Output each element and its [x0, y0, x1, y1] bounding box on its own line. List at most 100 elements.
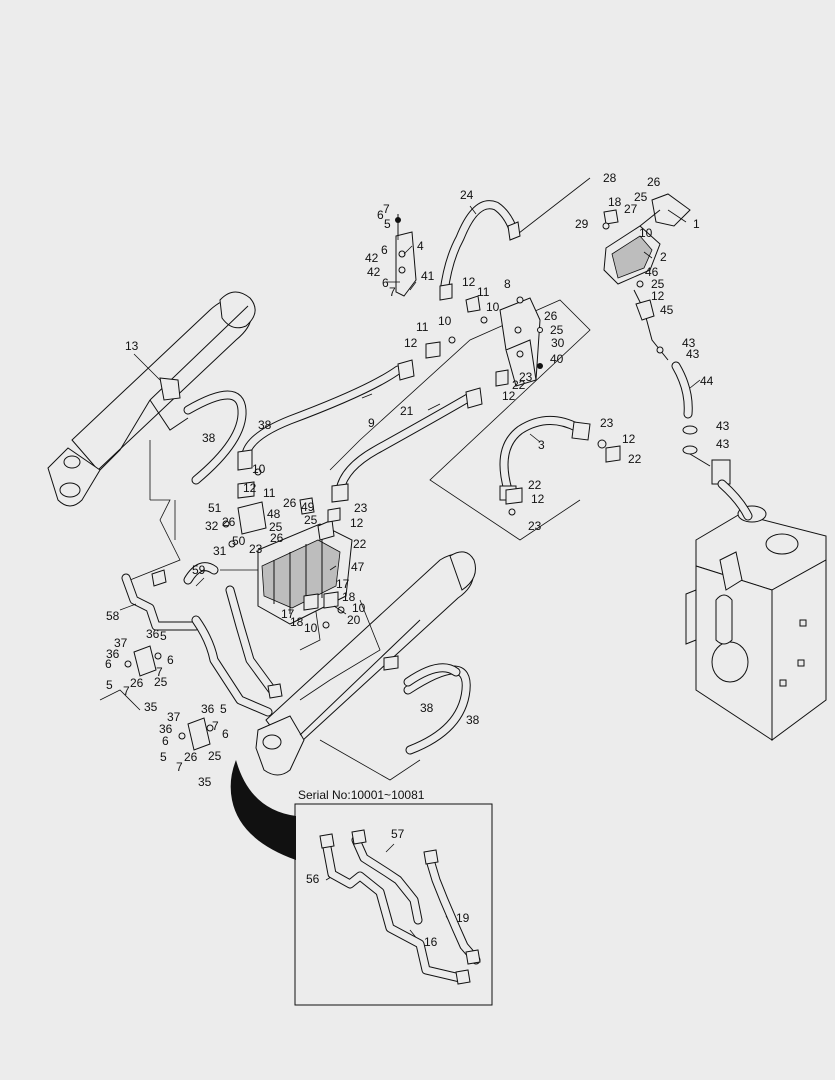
- right-lift-cylinder: [255, 551, 476, 776]
- callout-6: 6: [381, 243, 388, 257]
- callout-22: 22: [512, 378, 526, 392]
- callout-51: 51: [208, 501, 222, 515]
- callout-25: 25: [550, 323, 564, 337]
- callout-42: 42: [365, 251, 379, 265]
- callout-17: 17: [336, 577, 350, 591]
- callout-23: 23: [249, 542, 263, 556]
- callout-13: 13: [125, 339, 139, 353]
- callout-36: 36: [201, 702, 215, 716]
- lower-hoses-58-59: [121, 562, 399, 717]
- callout-47: 47: [351, 560, 365, 574]
- callout-6: 6: [167, 653, 174, 667]
- callout-7: 7: [176, 760, 183, 774]
- callout-22: 22: [353, 537, 367, 551]
- left-hose-loop-38: [149, 390, 247, 485]
- check-valve-assembly-upper: [124, 645, 162, 677]
- callout-6: 6: [377, 208, 384, 222]
- valve-block-8: [499, 296, 543, 387]
- callout-10: 10: [486, 300, 500, 314]
- callout-9: 9: [368, 416, 375, 430]
- callout-7: 7: [212, 719, 219, 733]
- callout-26: 26: [283, 496, 297, 510]
- callout-12: 12: [651, 289, 665, 303]
- callout-6: 6: [105, 657, 112, 671]
- callout-32: 32: [205, 519, 219, 533]
- callout-5: 5: [384, 217, 391, 231]
- callout-27: 27: [624, 202, 638, 216]
- reference-arrow: [230, 760, 296, 860]
- fitting-symbols: [237, 222, 664, 629]
- right-hose-loop-38: [403, 663, 471, 755]
- serial-variant-box: [294, 803, 493, 1006]
- callout-43: 43: [682, 336, 696, 350]
- callout-10: 10: [352, 601, 366, 615]
- callout-41: 41: [421, 269, 435, 283]
- callout-4: 4: [417, 239, 424, 253]
- callout-23: 23: [600, 416, 614, 430]
- callout-45: 45: [660, 303, 674, 317]
- callout-18: 18: [342, 590, 356, 604]
- callout-10: 10: [639, 226, 653, 240]
- callout-12: 12: [462, 275, 476, 289]
- callout-22: 22: [628, 452, 642, 466]
- callout-5: 5: [106, 678, 113, 692]
- callout-10: 10: [304, 621, 318, 635]
- callout-12: 12: [404, 336, 418, 350]
- callout-6: 6: [162, 734, 169, 748]
- callout-12: 12: [531, 492, 545, 506]
- callout-26: 26: [222, 515, 236, 529]
- callout-28: 28: [603, 171, 617, 185]
- callout-44: 44: [700, 374, 714, 388]
- hose-9: [237, 359, 415, 471]
- callout-26: 26: [647, 175, 661, 189]
- callout-24: 24: [460, 188, 474, 202]
- hose-3: [499, 415, 591, 501]
- callout-12: 12: [243, 481, 257, 495]
- callout-2: 2: [660, 250, 667, 264]
- callout-25: 25: [651, 277, 665, 291]
- callout-6: 6: [382, 276, 389, 290]
- callout-5: 5: [220, 702, 227, 716]
- callout-25: 25: [208, 749, 222, 763]
- callout-20: 20: [347, 613, 361, 627]
- callout-43: 43: [716, 419, 730, 433]
- callout-40: 40: [550, 352, 564, 366]
- callout-22: 22: [528, 478, 542, 492]
- callout-10: 10: [252, 462, 266, 476]
- callout-7: 7: [389, 285, 396, 299]
- hose-24: [439, 200, 521, 301]
- callout-43: 43: [716, 437, 730, 451]
- callout-18: 18: [290, 615, 304, 629]
- callout-12: 12: [502, 389, 516, 403]
- callout-26: 26: [130, 676, 144, 690]
- callout-25: 25: [304, 513, 318, 527]
- hydraulic-pump-2: [603, 193, 691, 285]
- callout-1: 1: [693, 217, 700, 231]
- callout-43: 43: [686, 347, 700, 361]
- callout-7: 7: [156, 665, 163, 679]
- callout-labels: Serial No:10001~10081: [298, 788, 425, 802]
- callout-23: 23: [354, 501, 368, 515]
- callout-26: 26: [544, 309, 558, 323]
- serial-caption: Serial No:10001~10081: [298, 788, 425, 802]
- callout-58: 58: [106, 609, 120, 623]
- callout-36: 36: [159, 722, 173, 736]
- callout-11: 11: [477, 285, 490, 299]
- check-valve-assembly-lower: [178, 717, 214, 751]
- callout-38: 38: [420, 701, 434, 715]
- callout-23: 23: [528, 519, 542, 533]
- callout-16: 16: [424, 935, 438, 949]
- callout-59: 59: [192, 563, 206, 577]
- callout-38: 38: [202, 431, 216, 445]
- callout-7: 7: [123, 684, 130, 698]
- callout-26: 26: [184, 750, 198, 764]
- callout-11: 11: [263, 486, 276, 500]
- callout-7: 7: [383, 202, 390, 216]
- callout-21: 21: [400, 404, 414, 418]
- callout-29: 29: [575, 217, 589, 231]
- callout-19: 19: [456, 911, 470, 925]
- callout-5: 5: [160, 629, 167, 643]
- callout-36: 36: [146, 627, 160, 641]
- callout-3: 3: [538, 438, 545, 452]
- hose-21: [331, 387, 483, 503]
